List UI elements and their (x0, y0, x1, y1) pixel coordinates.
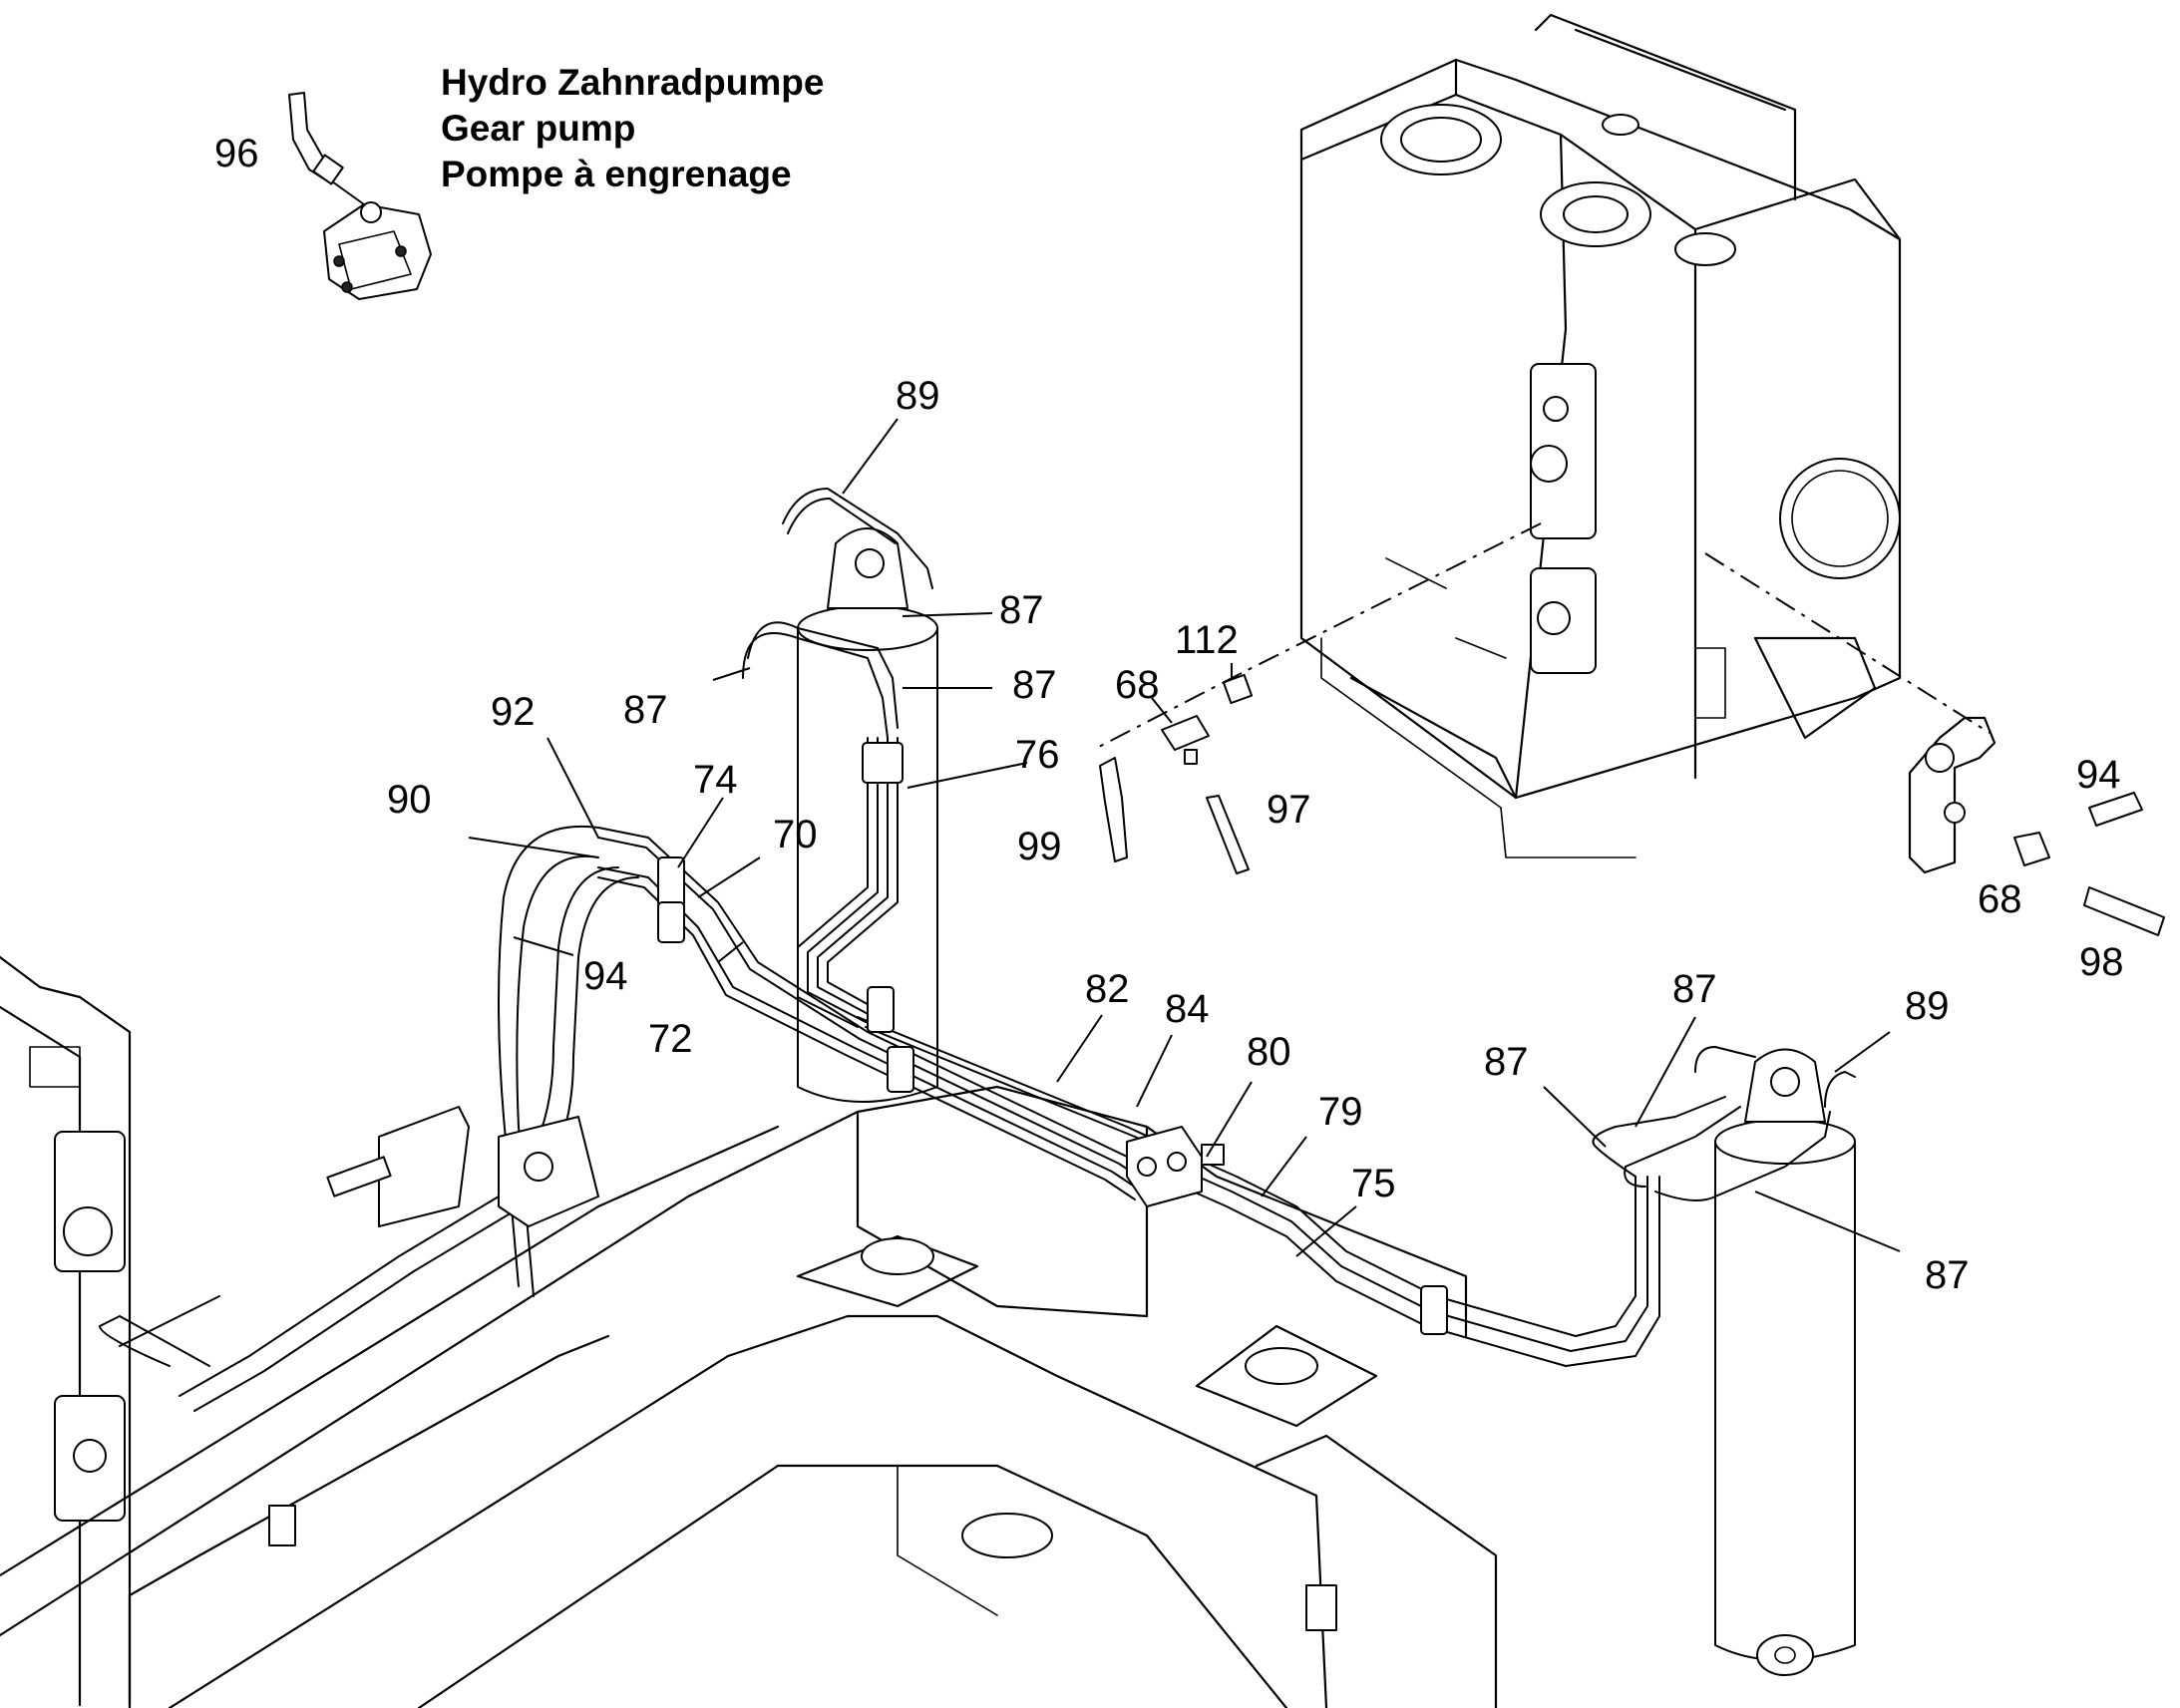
right-cylinder (1714, 1048, 1856, 1676)
callout-79: 79 (1318, 1090, 1363, 1134)
callout-96: 96 (214, 132, 259, 175)
callout-74: 74 (693, 758, 738, 802)
fitting-cluster-right (1908, 716, 2165, 936)
title-block: Hydro Zahnradpumpe Gear pump Pompe à eng… (441, 62, 824, 194)
callout-87-mid-right: 87 (1012, 663, 1057, 707)
callout-89-upper: 89 (896, 374, 940, 418)
callout-70: 70 (773, 813, 818, 856)
callout-87-right-left: 87 (1484, 1040, 1529, 1084)
gear-pump-inset (288, 92, 432, 300)
title-line-2: Gear pump (441, 108, 635, 149)
chassis-frame (0, 1085, 1498, 1708)
callout-92: 92 (491, 690, 536, 734)
callout-99: 99 (1017, 825, 1062, 868)
callout-76: 76 (1015, 733, 1060, 777)
callout-68-right: 68 (1978, 877, 2022, 921)
callout-68-left: 68 (1115, 663, 1160, 707)
hose-bundle-main (597, 827, 1660, 1367)
dashdot-line-tank-right (1704, 552, 1991, 734)
callout-84: 84 (1165, 987, 1210, 1031)
fitting-cluster-left (1099, 673, 1254, 874)
callout-98: 98 (2079, 940, 2124, 984)
dashdot-line-tank-left (1241, 522, 1542, 674)
callout-87-left: 87 (623, 688, 668, 732)
valve-block-center (1126, 1126, 1225, 1207)
callout-94-right: 94 (2076, 753, 2121, 797)
valve-block-left (326, 1106, 599, 1227)
title-line-3: Pompe à engrenage (441, 154, 792, 194)
callout-87-right-top: 87 (1672, 967, 1717, 1011)
callout-87-upper-right: 87 (999, 588, 1044, 632)
callout-75: 75 (1351, 1162, 1396, 1205)
callout-82: 82 (1085, 967, 1130, 1011)
callout-94-left: 94 (583, 954, 628, 998)
hose-clamps (657, 742, 1448, 1335)
callout-80: 80 (1247, 1030, 1291, 1074)
hose-loops-left (99, 825, 639, 1412)
callout-89-right: 89 (1905, 984, 1950, 1028)
callout-labels: 96 89 87 87 87 112 68 92 74 76 90 70 97 … (214, 132, 2124, 1297)
title-line-1: Hydro Zahnradpumpe (441, 62, 824, 103)
callout-90: 90 (387, 778, 432, 822)
callout-72: 72 (648, 1017, 693, 1061)
callout-112: 112 (1175, 618, 1239, 662)
hose-bundle-upper (742, 488, 933, 1028)
leader-lines (468, 418, 1901, 1257)
dashdot-line-fitting (1096, 672, 1243, 749)
callout-87-right-bottom: 87 (1925, 1253, 1970, 1297)
hydraulic-tank (1299, 13, 1902, 858)
callout-97: 97 (1267, 788, 1311, 832)
hose-right-cylinder (1592, 1046, 1856, 1201)
